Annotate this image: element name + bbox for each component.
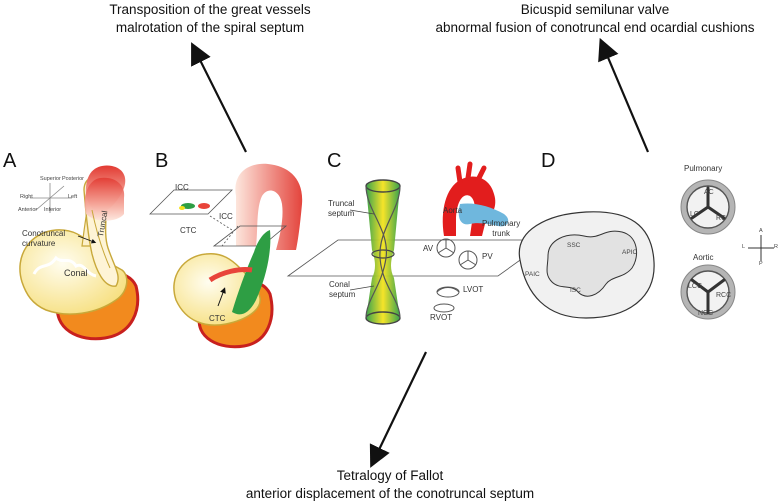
valve-rc-label: RC [716,215,727,222]
conotruncal-label-line2: curvature [22,239,56,248]
pulmonary-trunk-label: Pulmonary trunk [482,219,520,239]
truncal-septum-line1: Truncal [328,199,355,208]
compass-l-label: L [742,244,746,250]
panel-d-illustration [518,179,774,320]
pulmonary-valve-title: Pulmonary [684,164,723,173]
axis-anterior-label: Anterior [18,207,38,213]
caption-bicuspid-line1: Bicuspid semilunar valve [520,2,670,17]
axis-superior-label: Superior [40,176,61,182]
isc-label: ISC [570,287,581,294]
caption-transposition-line2: malrotation of the spiral septum [115,20,305,35]
aorta-label: Aorta [443,206,463,215]
caption-tetralogy-line2: anterior displacement of the conotruncal… [245,486,535,501]
panel-c-illustration [286,161,550,325]
caption-tetralogy: Tetralogy of Fallot anterior displacemen… [205,467,575,503]
caption-transposition: Transposition of the great vessels malro… [65,1,355,37]
caption-transposition-line1: Transposition of the great vessels [109,2,311,17]
caption-bicuspid: Bicuspid semilunar valve abnormal fusion… [410,1,780,37]
pulmonary-valve-graphic [680,179,736,235]
valve-ncc-label: NCC [698,310,714,317]
axis-right-label: Right [20,194,33,200]
axis-inferior-label: Inferior [44,207,62,213]
ssc-label: SSC [567,242,581,249]
arrow-to-tetralogy [369,351,427,468]
caption-tetralogy-line1: Tetralogy of Fallot [336,468,444,483]
ctc-top-label: CTC [180,226,197,235]
icc-mid-label: ICC [219,212,233,221]
axis-left-label: Left [68,194,78,200]
rvot-label: RVOT [430,313,453,322]
section-plane-c [286,239,550,277]
conal-septum-line1: Conal [329,280,350,289]
inner-cushions [546,230,638,297]
compass-rose [748,235,774,261]
compass-r-label: R [774,244,778,250]
valves-c [433,238,478,313]
compass-p-label: P [759,261,763,267]
conotruncal-label-line1: Conotruncal [22,229,66,238]
orientation-axes [30,183,72,213]
apic-label: APIC [622,249,638,256]
aortic-valve-title: Aortic [693,253,714,262]
pulmonary-trunk [458,203,509,227]
pulmonary-trunk-line1: Pulmonary [482,219,521,228]
aortic-valve-graphic [680,264,736,320]
pv-label: PV [482,252,493,261]
panel-letter-b: B [155,150,169,172]
conal-segment [19,229,128,315]
panel-letter-a: A [3,150,17,172]
pulmonary-trunk-line2: trunk [492,229,511,238]
valve-rcc-label: RCC [716,292,732,299]
conal-septum-label: Conal septum [329,280,355,300]
arrow-to-bicuspid [598,37,650,153]
conotruncal-curvature-label: Conotruncal curvature [22,229,65,249]
valve-ac-label: AC [704,189,714,196]
paic-label: PAIC [525,271,540,278]
truncal-septum-line2: septum [328,209,355,218]
conal-label: Conal [64,268,88,278]
axis-posterior-label: Posterior [62,176,85,182]
septum-column [366,180,400,324]
av-label: AV [423,244,434,253]
ctc-bottom-label: CTC [209,314,226,323]
panel-a-illustration [19,165,140,341]
caption-bicuspid-line2: abnormal fusion of conotruncal end ocard… [435,20,755,35]
conal-septum-line2: septum [329,290,356,299]
compass-a-label: A [759,228,763,234]
lvot-label: LVOT [463,285,484,294]
middle-section-plane [212,225,288,247]
outflow-tube-b [235,163,303,250]
valve-lcc-label: LCC [688,283,703,290]
upper-section-plane [149,189,233,215]
truncal-septum-label: Truncal septum [328,199,354,219]
panel-letter-c: C [327,150,342,172]
panel-b-illustration [149,163,303,349]
panel-letter-d: D [541,150,556,172]
arrow-to-transposition [191,42,247,153]
icc-top-label: ICC [175,183,189,192]
valve-lc-label: LC [690,211,699,218]
